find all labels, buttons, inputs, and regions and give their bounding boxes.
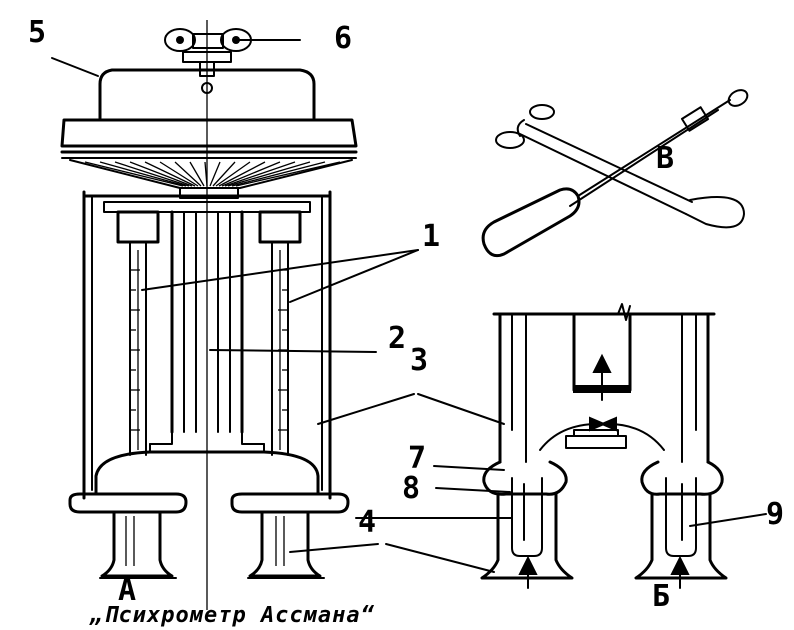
left-collar [68,492,188,514]
aspirator-fan-cone [69,159,353,199]
label-1: 1 [422,219,440,254]
label-3: 3 [410,343,428,378]
left-thermometer-clamp [116,210,160,244]
label-7: 7 [408,441,426,476]
label-8: 8 [402,471,420,506]
right-thermometer-clamp [258,210,302,244]
label-2: 2 [388,321,406,356]
housing-flange [60,118,358,148]
label-9: 9 [766,497,784,532]
psychrometer-assembly [60,20,358,610]
label-5: 5 [28,15,46,50]
protective-frame [82,190,332,500]
winding-key-detail [481,89,749,258]
right-protective-tube [248,510,322,578]
right-collar [230,492,350,514]
label-b-left: Б [652,579,670,614]
cross-section-detail [480,303,728,589]
inner-duct [572,303,632,401]
left-protective-tube [100,510,174,578]
figure-caption: „Психрометр Ассмана“ [89,603,375,628]
winding-key [164,28,252,94]
central-air-tube [149,210,265,445]
lower-chamber [94,450,320,496]
label-4: 4 [358,505,376,540]
right-thermometer [271,241,289,456]
motor-housing [98,68,316,120]
left-thermometer [129,241,147,456]
label-6: 6 [334,21,352,56]
leader-lines [51,39,767,573]
label-b-right: В [656,141,674,176]
label-a: А [118,573,136,608]
